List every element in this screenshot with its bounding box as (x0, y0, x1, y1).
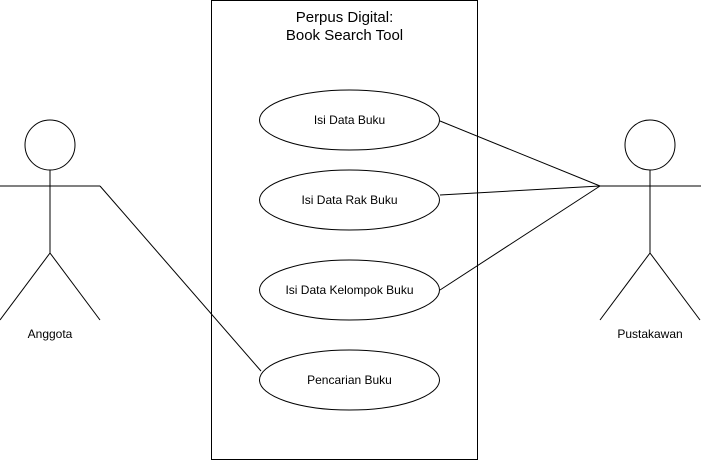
actor-right-leg (49, 252, 101, 321)
actor-right-leg (649, 252, 701, 321)
actor-left-leg (0, 252, 51, 321)
system-boundary (211, 0, 478, 460)
actor-label-anggota: Anggota (28, 327, 73, 341)
actor-label-pustakawan: Pustakawan (617, 327, 682, 341)
association-pustakawan-isi-data-kelompok-buku (439, 185, 601, 291)
use-case-isi-data-rak-buku[interactable]: Isi Data Rak Buku (259, 169, 440, 231)
actor-head (24, 119, 76, 171)
system-title-line1: Perpus Digital: (296, 9, 394, 26)
use-case-label: Isi Data Kelompok Buku (285, 283, 413, 297)
actor-head (624, 119, 676, 171)
association-pustakawan-isi-data-buku (439, 120, 601, 187)
use-case-isi-data-kelompok-buku[interactable]: Isi Data Kelompok Buku (259, 259, 440, 321)
use-case-label: Isi Data Rak Buku (301, 193, 397, 207)
association-pustakawan-isi-data-rak-buku (439, 185, 601, 196)
system-title-line2: Book Search Tool (286, 27, 403, 44)
association-anggota-pencarian-buku (99, 185, 262, 372)
use-case-label: Pencarian Buku (307, 373, 392, 387)
actor-anggota[interactable]: Anggota (0, 119, 101, 341)
use-case-isi-data-buku[interactable]: Isi Data Buku (259, 89, 440, 151)
use-case-pencarian-buku[interactable]: Pencarian Buku (259, 349, 440, 411)
actor-left-leg (599, 252, 651, 321)
actor-pustakawan[interactable]: Pustakawan (599, 119, 701, 341)
use-case-label: Isi Data Buku (314, 113, 385, 127)
